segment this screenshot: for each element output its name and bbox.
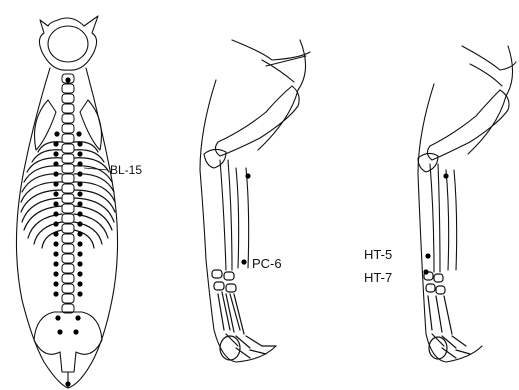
ht-upper-point [443,173,448,178]
humerus [215,86,299,156]
pc6-label: PC-6 [252,256,282,271]
rib-cage [21,142,115,248]
bl15-label: BL-15 [110,163,142,177]
ht7-point [423,269,428,274]
limb-outline [200,40,310,362]
humerus [427,90,509,160]
ht-points-group: HT-5 HT-7 [364,173,449,285]
pc6-point [241,259,246,264]
radius [446,170,449,270]
olecranon [204,149,226,168]
dorsal-skeleton-panel [16,16,117,388]
radius-back [454,170,457,270]
paw-bones [424,272,470,359]
radius [236,168,239,268]
vertebral-column [62,74,74,313]
ulna-back [228,160,232,270]
scapula [262,56,306,82]
foreleg-ht-panel [418,46,516,362]
ulna-back [438,164,440,272]
ulna [220,160,226,270]
paw-bones [212,270,276,360]
ht5-label: HT-5 [364,247,392,262]
ht7-label: HT-7 [364,270,392,285]
ulna [430,164,434,272]
skull-cranium [48,26,88,62]
radius-back [246,168,249,268]
forearm-point [245,173,250,178]
ht5-point [425,253,430,258]
foreleg-pc-panel [200,40,310,362]
